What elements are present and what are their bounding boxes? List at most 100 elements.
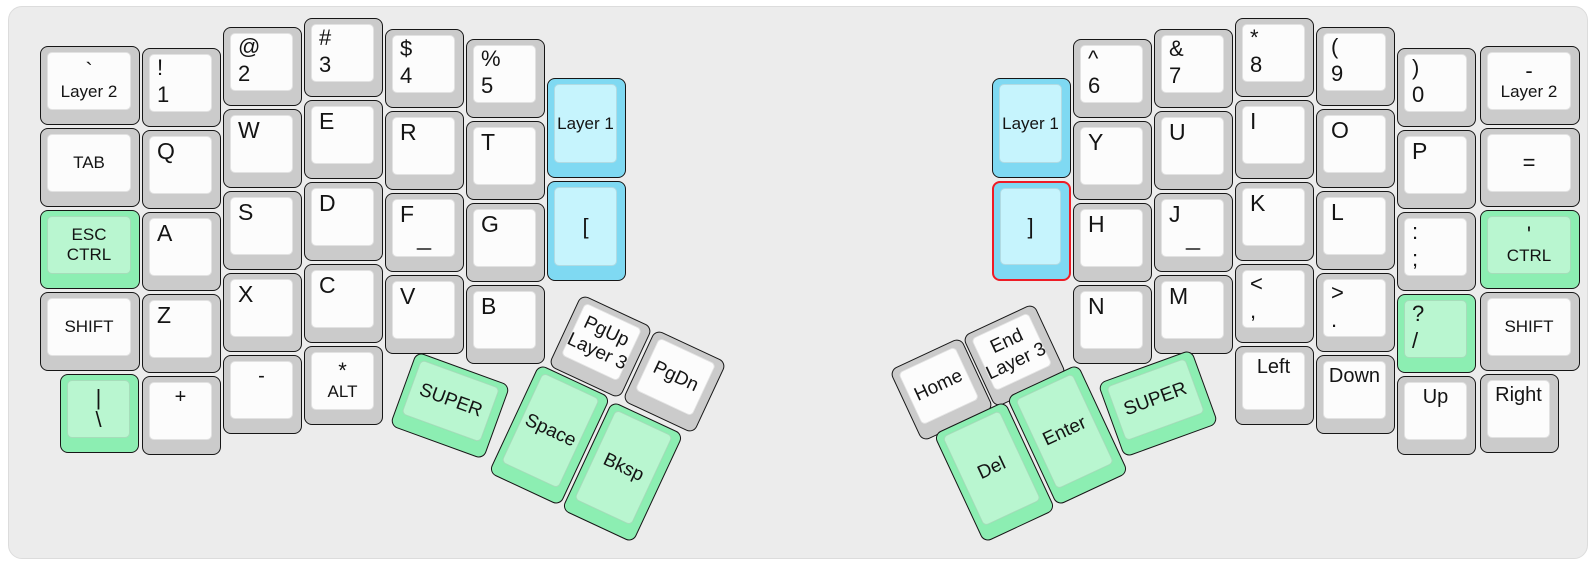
key-legend: !1 (150, 55, 211, 111)
key-layer1-left[interactable]: Layer 1 (547, 78, 626, 178)
key-amp-7[interactable]: &7 (1154, 29, 1233, 108)
key-left-arrow[interactable]: Left (1235, 346, 1314, 425)
key-legend: P (1405, 137, 1466, 193)
key-asterisk-8[interactable]: *8 (1235, 18, 1314, 97)
key-h[interactable]: H (1073, 203, 1152, 282)
key-hash-3[interactable]: #3 (304, 18, 383, 97)
key-label: & (1169, 36, 1184, 61)
key-q[interactable]: Q (142, 130, 221, 209)
key-a[interactable]: A (142, 212, 221, 291)
key-dollar-4[interactable]: $4 (385, 29, 464, 108)
key-up-arrow[interactable]: Up (1397, 376, 1476, 455)
keycap-face: E (311, 106, 374, 164)
key-down-arrow[interactable]: Down (1316, 355, 1395, 434)
key-label: A (157, 220, 173, 246)
key-legend: @2 (231, 34, 292, 90)
key-x[interactable]: X (223, 273, 302, 352)
key-label: Up (1422, 386, 1449, 408)
key-rparen-0[interactable]: )0 (1397, 48, 1476, 127)
key-e[interactable]: E (304, 100, 383, 179)
key-exclam-1[interactable]: !1 (142, 48, 221, 127)
key-tab[interactable]: TAB (40, 128, 140, 207)
key-legend: E (312, 107, 373, 163)
key-r[interactable]: R (385, 111, 464, 190)
key-label: - (258, 365, 265, 387)
key-label: ; (1412, 246, 1419, 271)
key-greater-period[interactable]: >. (1316, 273, 1395, 352)
key-asterisk-alt[interactable]: *ALT (304, 346, 383, 425)
key-d[interactable]: D (304, 182, 383, 261)
key-i[interactable]: I (1235, 100, 1314, 179)
key-colon-semicolon[interactable]: :; (1397, 212, 1476, 291)
key-pipe-backslash[interactable]: |\ (60, 374, 139, 453)
key-o[interactable]: O (1316, 109, 1395, 188)
key-v[interactable]: V (385, 275, 464, 354)
key-equals[interactable]: = (1480, 128, 1580, 207)
keycap-face: `Layer 2 (47, 52, 131, 110)
key-lbracket[interactable]: [ (547, 181, 626, 281)
key-quote-ctrl[interactable]: 'CTRL (1480, 210, 1580, 289)
key-at-2[interactable]: @2 (223, 27, 302, 106)
key-y[interactable]: Y (1073, 121, 1152, 200)
keycap-face: %5 (473, 45, 536, 103)
key-grave-layer2[interactable]: `Layer 2 (40, 46, 140, 125)
key-label: Layer 2 (1500, 82, 1558, 101)
key-label: PgDn (649, 356, 702, 397)
keycap-face: )0 (1404, 54, 1467, 112)
key-z[interactable]: Z (142, 294, 221, 373)
homing-bar (1185, 248, 1200, 250)
key-legend: SHIFT (48, 299, 130, 355)
key-t[interactable]: T (466, 121, 545, 200)
key-question-slash[interactable]: ?/ (1397, 294, 1476, 373)
key-label: Q (157, 138, 175, 164)
key-lparen-9[interactable]: (9 (1316, 27, 1395, 106)
keycap-face: ?/ (1404, 300, 1467, 358)
key-legend: Layer 1 (555, 85, 616, 162)
key-k[interactable]: K (1235, 182, 1314, 261)
key-n[interactable]: N (1073, 285, 1152, 364)
key-minus-layer2[interactable]: -Layer 2 (1480, 46, 1580, 125)
key-c[interactable]: C (304, 264, 383, 343)
key-label: ! (157, 55, 164, 80)
key-super-left[interactable]: SUPER (389, 351, 511, 460)
key-j[interactable]: J (1154, 193, 1233, 272)
key-g[interactable]: G (466, 203, 545, 282)
key-s[interactable]: S (223, 191, 302, 270)
key-super-right[interactable]: SUPER (1097, 349, 1219, 458)
key-caret-6[interactable]: ^6 (1073, 39, 1152, 118)
keycap-face: SHIFT (47, 298, 131, 356)
key-b[interactable]: B (466, 285, 545, 364)
keycap-face: Q (149, 136, 212, 194)
key-label: I (1250, 108, 1257, 134)
key-label: , (1250, 298, 1257, 323)
key-legend: <, (1243, 271, 1304, 327)
keycap-face: &7 (1161, 35, 1224, 93)
key-label: | (95, 385, 102, 410)
key-f[interactable]: F (385, 193, 464, 272)
key-rbracket[interactable]: ] (992, 181, 1071, 281)
key-shift-left[interactable]: SHIFT (40, 292, 140, 371)
key-percent-5[interactable]: %5 (466, 39, 545, 118)
key-label: 0 (1412, 82, 1425, 107)
key-plus[interactable]: + (142, 376, 221, 455)
key-w[interactable]: W (223, 109, 302, 188)
key-l[interactable]: L (1316, 191, 1395, 270)
key-label: > (1331, 280, 1344, 305)
key-legend: ?/ (1405, 301, 1466, 357)
keycap-face: T (473, 127, 536, 185)
key-minus-left[interactable]: - (223, 355, 302, 434)
key-label: C (319, 272, 336, 298)
key-right-arrow[interactable]: Right (1480, 374, 1559, 453)
key-label: 6 (1088, 73, 1101, 98)
key-legend: S (231, 198, 292, 254)
key-less-comma[interactable]: <, (1235, 264, 1314, 343)
key-label: G (481, 211, 499, 237)
key-u[interactable]: U (1154, 111, 1233, 190)
key-p[interactable]: P (1397, 130, 1476, 209)
key-shift-right[interactable]: SHIFT (1480, 292, 1580, 371)
key-m[interactable]: M (1154, 275, 1233, 354)
key-label: 2 (238, 61, 251, 86)
key-layer1-right[interactable]: Layer 1 (992, 78, 1071, 178)
